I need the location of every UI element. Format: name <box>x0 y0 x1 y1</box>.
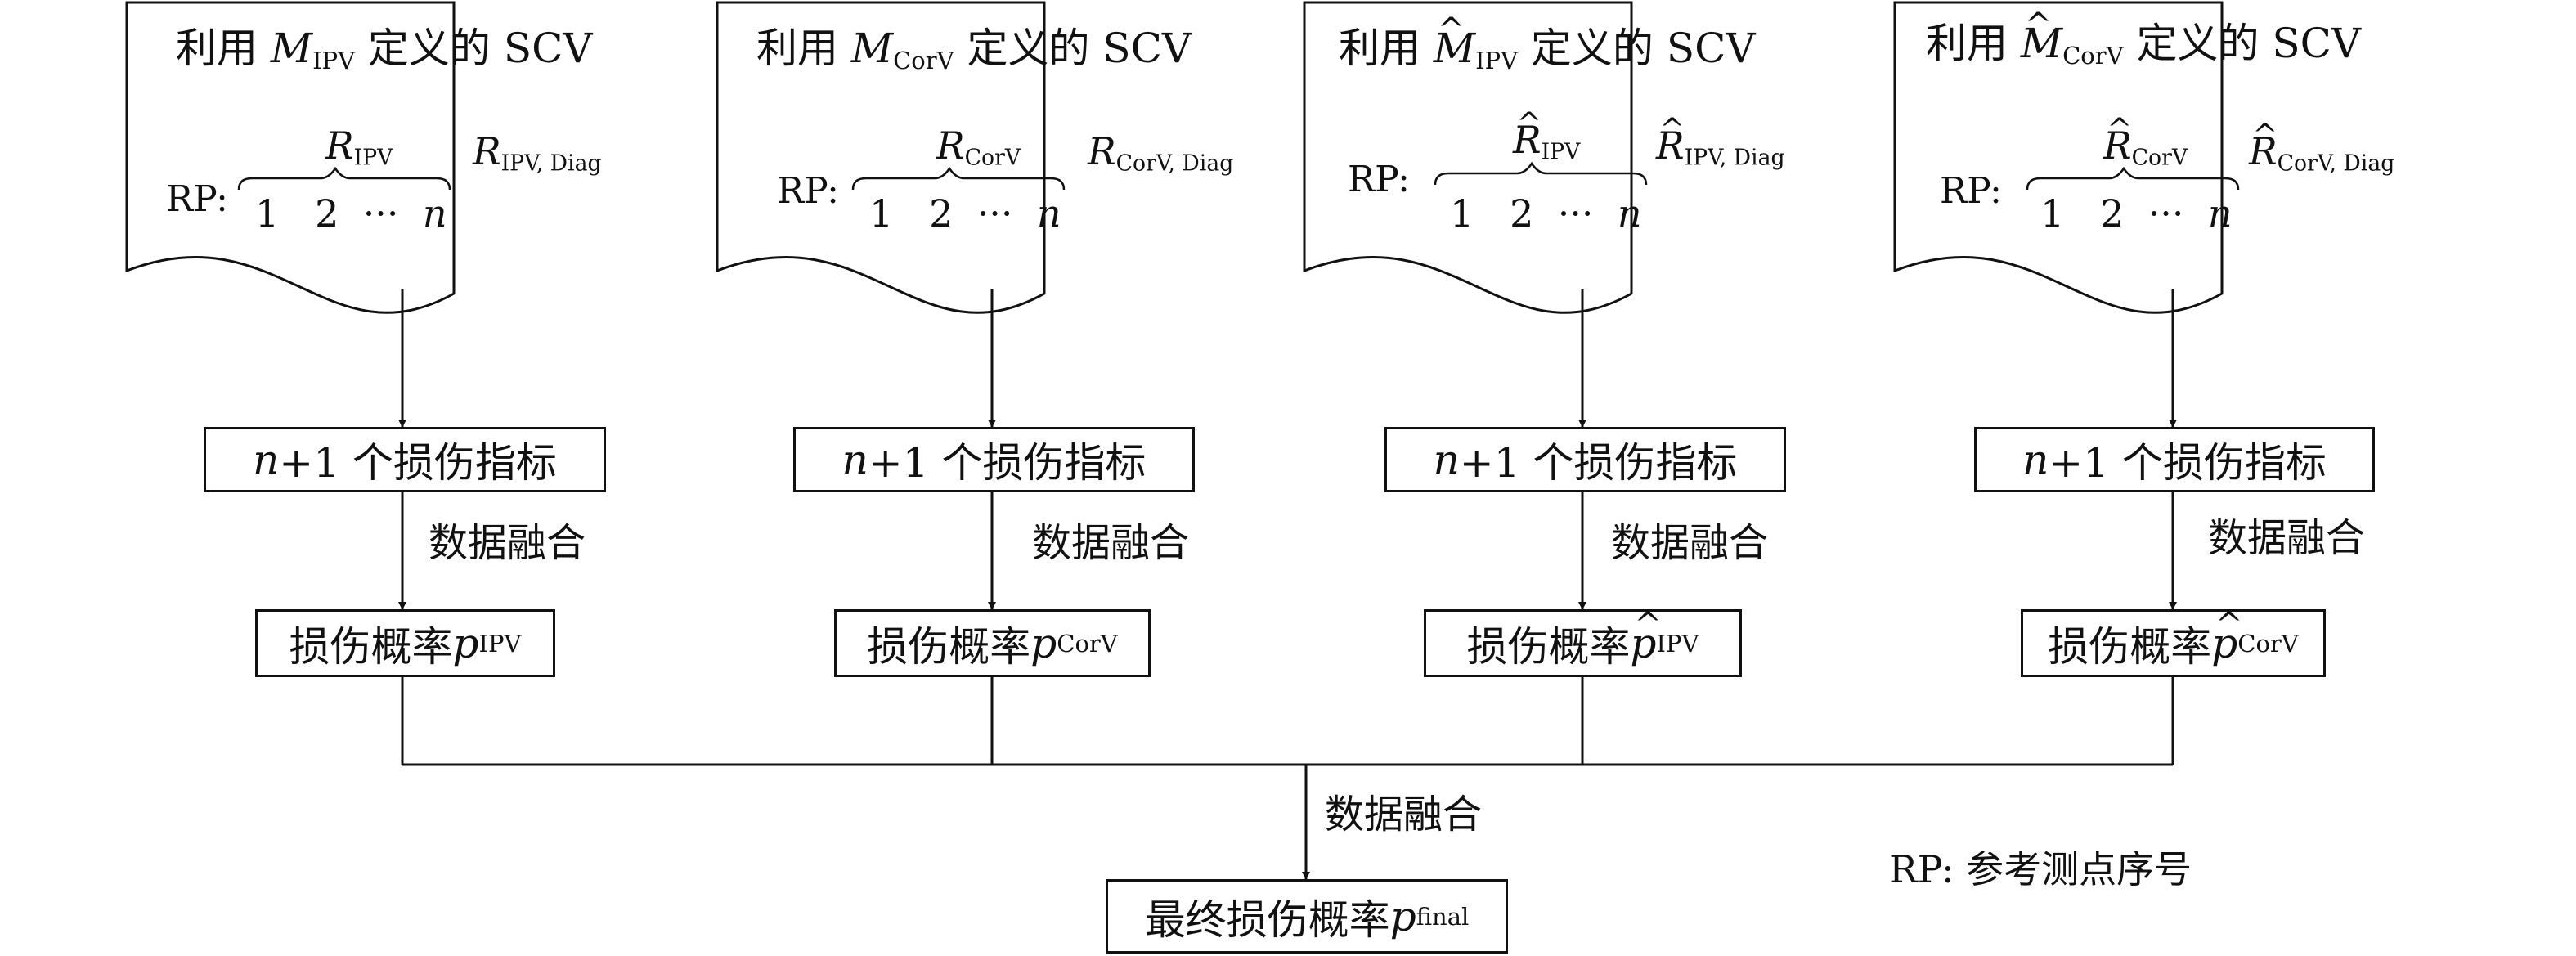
document-shape <box>1893 1 2224 314</box>
panel-2-rp-label: RP: <box>777 170 839 212</box>
panel-2-fusion-label: 数据融合 <box>1032 520 1190 566</box>
panel-1-rp-label: RP: <box>166 178 228 220</box>
panel-1-title: 利用 MIPV 定义的 SCV <box>176 25 593 75</box>
panel-4-r-diag-symbol: RCorV, Diag <box>2249 120 2394 175</box>
panel-1-sequence: 1 2 ··· n <box>255 191 447 236</box>
document-shape <box>1303 1 1633 314</box>
panel-3-indicator-box: n+1 个损伤指标 <box>1384 427 1786 492</box>
panel-3-title: 利用 MIPV 定义的 SCV <box>1339 14 1755 73</box>
panel-2-title: 利用 MCorV 定义的 SCV <box>756 25 1192 75</box>
panel-1-r-diag-symbol: RIPV, Diag <box>473 129 602 177</box>
panel-1-r-symbol: RIPV <box>325 123 393 171</box>
panel-4-fusion-label: 数据融合 <box>2208 515 2366 561</box>
panel-2-r-diag-symbol: RCorV, Diag <box>1088 129 1234 177</box>
panel-3-r-symbol: RIPV <box>1513 109 1580 164</box>
panel-4-sequence: 1 2 ··· n <box>2040 191 2233 236</box>
brace <box>851 166 1066 191</box>
panel-2-indicator-box: n+1 个损伤指标 <box>793 427 1195 492</box>
panel-3-r-diag-symbol: RIPV, Diag <box>1656 114 1785 169</box>
legend-note: RP: 参考测点序号 <box>1889 847 2192 891</box>
panel-4-r-symbol: RCorV <box>2103 114 2188 169</box>
panel-2-sequence: 1 2 ··· n <box>869 191 1061 236</box>
panel-3-sequence: 1 2 ··· n <box>1450 191 1642 236</box>
panel-4-indicator-box: n+1 个损伤指标 <box>1974 427 2375 492</box>
panel-2-r-symbol: RCorV <box>936 123 1021 171</box>
document-shape <box>125 1 456 314</box>
panel-1-fusion-label: 数据融合 <box>429 520 586 566</box>
brace <box>2026 166 2240 191</box>
panel-4-rp-label: RP: <box>1940 170 2002 212</box>
brace <box>237 166 451 191</box>
panel-1-indicator-box: n+1 个损伤指标 <box>204 427 606 492</box>
panel-3-rp-label: RP: <box>1348 159 1410 200</box>
panel-4-title: 利用 MCorV 定义的 SCV <box>1926 9 2361 68</box>
panel-3-fusion-label: 数据融合 <box>1611 520 1769 566</box>
brace <box>1434 161 1648 186</box>
final-fusion-label: 数据融合 <box>1325 792 1483 837</box>
document-shape <box>716 1 1046 314</box>
